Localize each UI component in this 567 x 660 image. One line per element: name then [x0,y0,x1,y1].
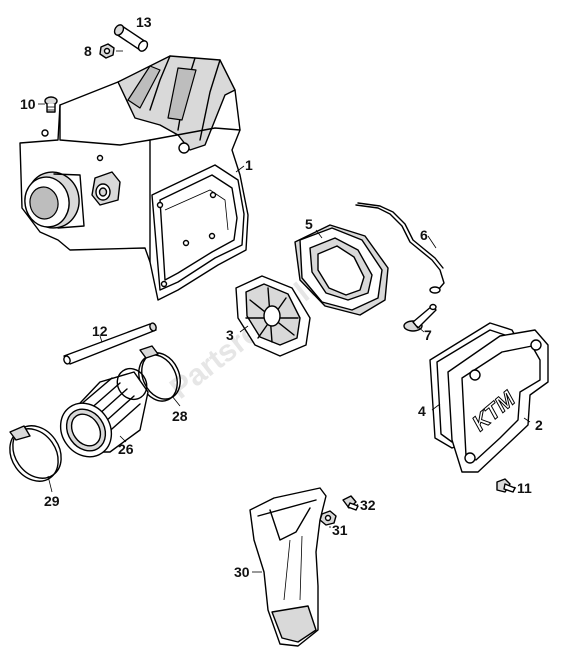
callout-2: 2 [535,417,543,433]
callout-5: 5 [305,216,313,232]
part-8-nut [99,43,115,59]
callout-11: 11 [517,480,532,496]
part-11-screw [496,478,516,493]
part-5-filter [294,224,389,316]
callout-26: 26 [118,441,134,457]
part-26-boot [59,367,149,458]
callout-29: 29 [44,493,60,509]
callout-13: 13 [136,14,152,30]
part-10-screw [44,96,58,113]
callout-28: 28 [172,408,188,424]
leader-lines [38,50,531,573]
part-30-mud-flap [249,487,327,647]
part-3-filter-cage [235,275,311,357]
part-32-screw [342,495,359,511]
part-12-strip [63,322,157,365]
callout-12: 12 [92,323,108,339]
callout-8: 8 [84,43,92,59]
part-1-airbox [19,55,249,301]
callout-10: 10 [20,96,36,112]
callout-7: 7 [424,327,432,343]
part-13-tube [113,24,149,52]
callouts: 13 8 10 1 5 6 12 3 7 4 28 2 26 11 29 32 … [20,14,543,580]
part-29-hose-clamp [9,425,62,482]
callout-31: 31 [332,522,348,538]
callout-6: 6 [420,227,428,243]
part-2-side-cover: KTM [447,329,549,473]
callout-32: 32 [360,497,376,513]
callout-3: 3 [226,327,234,343]
part-7-pin [403,303,437,332]
part-6-wire-clip [355,202,445,294]
callout-1: 1 [245,157,253,173]
callout-30: 30 [234,564,250,580]
callout-4: 4 [418,403,426,419]
